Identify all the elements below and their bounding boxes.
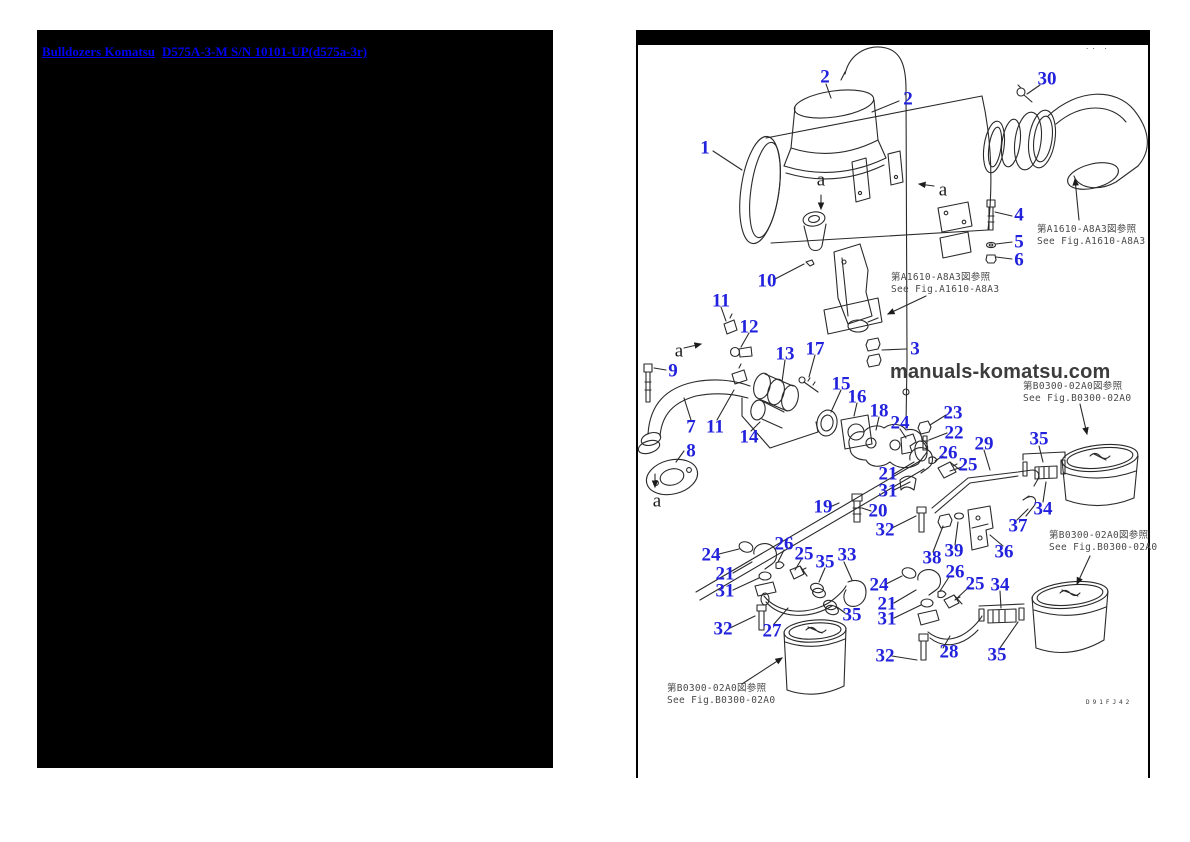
view-letter-a-2: a: [674, 340, 684, 362]
callout-26: 26: [938, 442, 958, 464]
parts-diagram-line-art: [638, 30, 1148, 778]
callout-24: 24: [701, 544, 721, 566]
callout-27: 27: [762, 620, 782, 642]
diagram-top-bar: [638, 30, 1148, 45]
callout-4: 4: [1014, 204, 1024, 226]
callout-11: 11: [706, 416, 724, 438]
see-fig-note-3: 第B0300-02A0図参照 See Fig.B0300-02A0: [1049, 530, 1158, 553]
callout-26: 26: [774, 533, 794, 555]
callout-8: 8: [686, 440, 696, 462]
see-fig-note-4: 第B0300-02A0図参照 See Fig.B0300-02A0: [667, 683, 776, 706]
breadcrumb-links: Bulldozers Komatsu D575A-3-M S/N 10101-UP…: [42, 43, 374, 61]
callout-6: 6: [1014, 249, 1024, 271]
callout-3: 3: [910, 338, 920, 360]
callout-21: 21: [877, 593, 897, 615]
callout-15: 15: [831, 373, 851, 395]
callout-21: 21: [715, 563, 735, 585]
callout-14: 14: [739, 426, 759, 448]
callout-17: 17: [805, 338, 825, 360]
view-letter-a-1: a: [938, 179, 948, 201]
callout-25: 25: [958, 454, 978, 476]
callout-10: 10: [757, 270, 777, 292]
callout-11: 11: [712, 290, 730, 312]
left-black-panel: Bulldozers Komatsu D575A-3-M S/N 10101-UP…: [37, 30, 553, 768]
parts-diagram-panel: '' ' ''' '' ': [636, 30, 1157, 778]
callout-12: 12: [739, 316, 759, 338]
callout-23: 23: [943, 402, 963, 424]
callout-24: 24: [869, 574, 889, 596]
callout-35: 35: [987, 644, 1007, 666]
callout-28: 28: [939, 641, 959, 663]
callout-25: 25: [794, 543, 814, 565]
clipped-text-artifact: '' ' ''' '' ': [1085, 44, 1135, 49]
callout-34: 34: [990, 574, 1010, 596]
callout-18: 18: [869, 400, 889, 422]
see-fig-note-1: 第A1610-A8A3図参照 See Fig.A1610-A8A3: [891, 272, 1000, 295]
callout-33: 33: [837, 544, 857, 566]
callout-5: 5: [1014, 231, 1024, 253]
callout-9: 9: [668, 360, 678, 382]
watermark-text: manuals-komatsu.com: [890, 361, 1111, 383]
callout-39: 39: [944, 540, 964, 562]
callout-13: 13: [775, 343, 795, 365]
callout-35: 35: [815, 551, 835, 573]
callout-32: 32: [713, 618, 733, 640]
callout-35: 35: [842, 604, 862, 626]
callout-19: 19: [813, 496, 833, 518]
callout-22: 22: [944, 422, 964, 444]
callout-32: 32: [875, 645, 895, 667]
callout-38: 38: [922, 547, 942, 569]
callout-2: 2: [903, 88, 913, 110]
callout-31: 31: [715, 580, 735, 602]
callout-31: 31: [877, 608, 897, 630]
callout-25: 25: [965, 573, 985, 595]
callout-36: 36: [994, 541, 1014, 563]
view-letter-a-0: a: [816, 169, 826, 191]
callout-20: 20: [868, 500, 888, 522]
breadcrumb-link-1[interactable]: D575A-3-M S/N 10101-UP(d575a-3r): [162, 44, 368, 59]
callout-37: 37: [1008, 515, 1028, 537]
breadcrumb-link-0[interactable]: Bulldozers Komatsu: [42, 44, 156, 59]
view-letter-a-3: a: [652, 490, 662, 512]
callout-24: 24: [890, 412, 910, 434]
callout-34: 34: [1033, 498, 1053, 520]
callout-1: 1: [700, 137, 710, 159]
drawing-code: D91FJ42: [1086, 699, 1133, 706]
see-fig-note-2: 第B0300-02A0図参照 See Fig.B0300-02A0: [1023, 381, 1132, 404]
callout-7: 7: [686, 416, 696, 438]
callout-32: 32: [875, 519, 895, 541]
callout-30: 30: [1037, 68, 1057, 90]
callout-26: 26: [945, 561, 965, 583]
callout-21: 21: [878, 463, 898, 485]
callout-2: 2: [820, 66, 830, 88]
see-fig-note-0: 第A1610-A8A3図参照 See Fig.A1610-A8A3: [1037, 224, 1146, 247]
callout-16: 16: [847, 386, 867, 408]
callout-29: 29: [974, 433, 994, 455]
callout-35: 35: [1029, 428, 1049, 450]
callout-31: 31: [878, 480, 898, 502]
